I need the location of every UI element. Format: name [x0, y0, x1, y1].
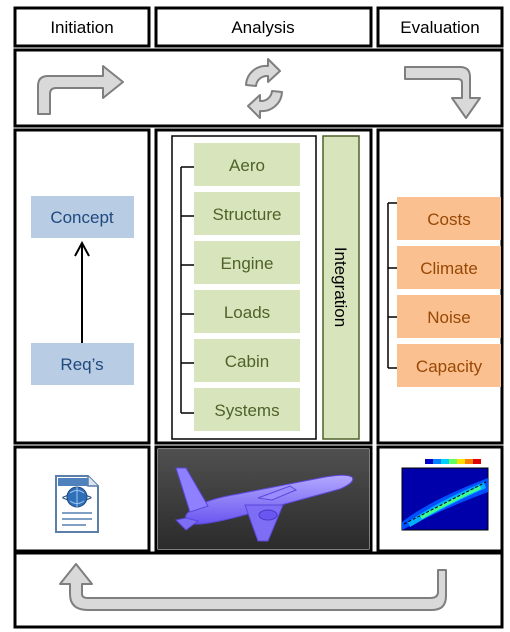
- criteria-label: Capacity: [416, 357, 483, 376]
- criteria-box: [397, 344, 501, 387]
- requirements-label: Req’s: [60, 355, 103, 374]
- criteria-box: [397, 246, 501, 289]
- discipline-label: Cabin: [225, 352, 269, 371]
- discipline-label: Systems: [214, 401, 279, 420]
- header-analysis: Analysis: [231, 18, 294, 37]
- circular-arrows-icon: [245, 58, 283, 119]
- concept-box: [31, 196, 134, 238]
- criteria-label: Noise: [427, 308, 470, 327]
- svg-text:>: >: [86, 493, 92, 504]
- criteria-box: [397, 197, 501, 240]
- header-evaluation: Evaluation: [400, 18, 479, 37]
- criteria-box: [397, 295, 501, 338]
- frame: [13, 6, 504, 629]
- aircraft-render: [158, 449, 369, 549]
- contour-plot-image: [394, 456, 490, 540]
- svg-text:<: <: [62, 493, 68, 504]
- discipline-label: Structure: [213, 205, 282, 224]
- integration-label: Integration: [331, 247, 350, 327]
- requirements-to-concept-arrow: [74, 240, 90, 343]
- requirements-box: [31, 343, 134, 385]
- criteria-tree-lines: [387, 202, 397, 369]
- discipline-box: [194, 192, 300, 235]
- criteria-label: Climate: [420, 259, 478, 278]
- turn-right-arrow-icon: [37, 65, 124, 115]
- feedback-loop-arrow-icon: [59, 563, 447, 611]
- xml-document-icon: < >: [55, 475, 99, 533]
- discipline-box: [194, 339, 300, 382]
- criteria-label: Costs: [427, 210, 470, 229]
- discipline-box: [194, 388, 300, 431]
- discipline-label: Aero: [229, 156, 265, 175]
- discipline-box: [194, 241, 300, 284]
- integration-box: [322, 135, 360, 440]
- header-initiation: Initiation: [50, 18, 113, 37]
- discipline-box: [194, 143, 300, 186]
- discipline-tree-lines: [180, 166, 194, 414]
- discipline-label: Loads: [224, 303, 270, 322]
- discipline-box: [194, 290, 300, 333]
- colorbar: [425, 459, 481, 464]
- disciplines-group: [171, 135, 317, 440]
- turn-down-arrow-icon: [404, 66, 481, 119]
- discipline-label: Engine: [221, 254, 274, 273]
- concept-label: Concept: [50, 208, 114, 227]
